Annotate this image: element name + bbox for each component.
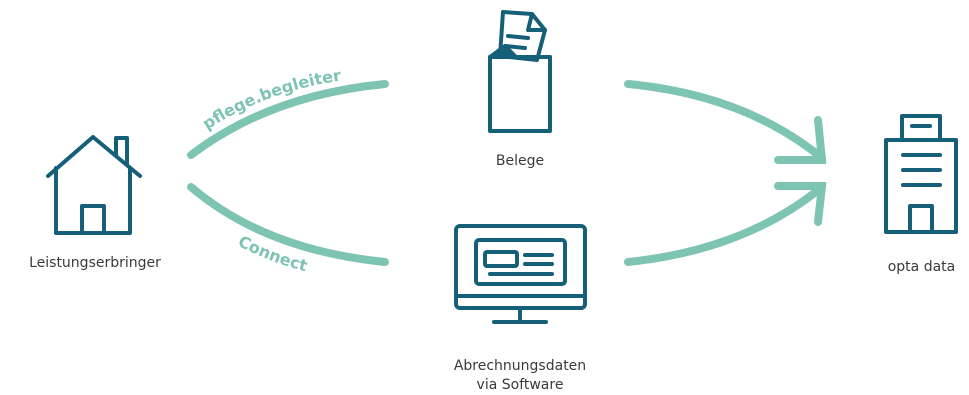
connector-label-top: pflege.begleiter: [199, 66, 342, 134]
curve-software-to-opta: [624, 183, 826, 266]
document-box-icon: [488, 10, 552, 133]
node-label-software-line2: via Software: [476, 376, 564, 393]
curve-provider-to-receipts: [187, 80, 389, 159]
node-label-software: Abrechnungsdaten via Software: [440, 357, 600, 395]
curve-receipts-to-opta: [624, 80, 826, 162]
curve-provider-to-software: [187, 183, 389, 266]
house-icon: [46, 135, 142, 235]
node-label-provider: Leistungserbringer: [29, 255, 161, 271]
office-building-icon: [884, 114, 958, 234]
node-label-opta: opta data: [887, 259, 956, 275]
monitor-icon: [454, 224, 587, 324]
node-label-receipts: Belege: [495, 153, 545, 169]
node-label-software-line1: Abrechnungsdaten: [453, 358, 587, 374]
arrowhead-bottom: [774, 182, 827, 226]
arrowhead-top: [774, 116, 827, 164]
